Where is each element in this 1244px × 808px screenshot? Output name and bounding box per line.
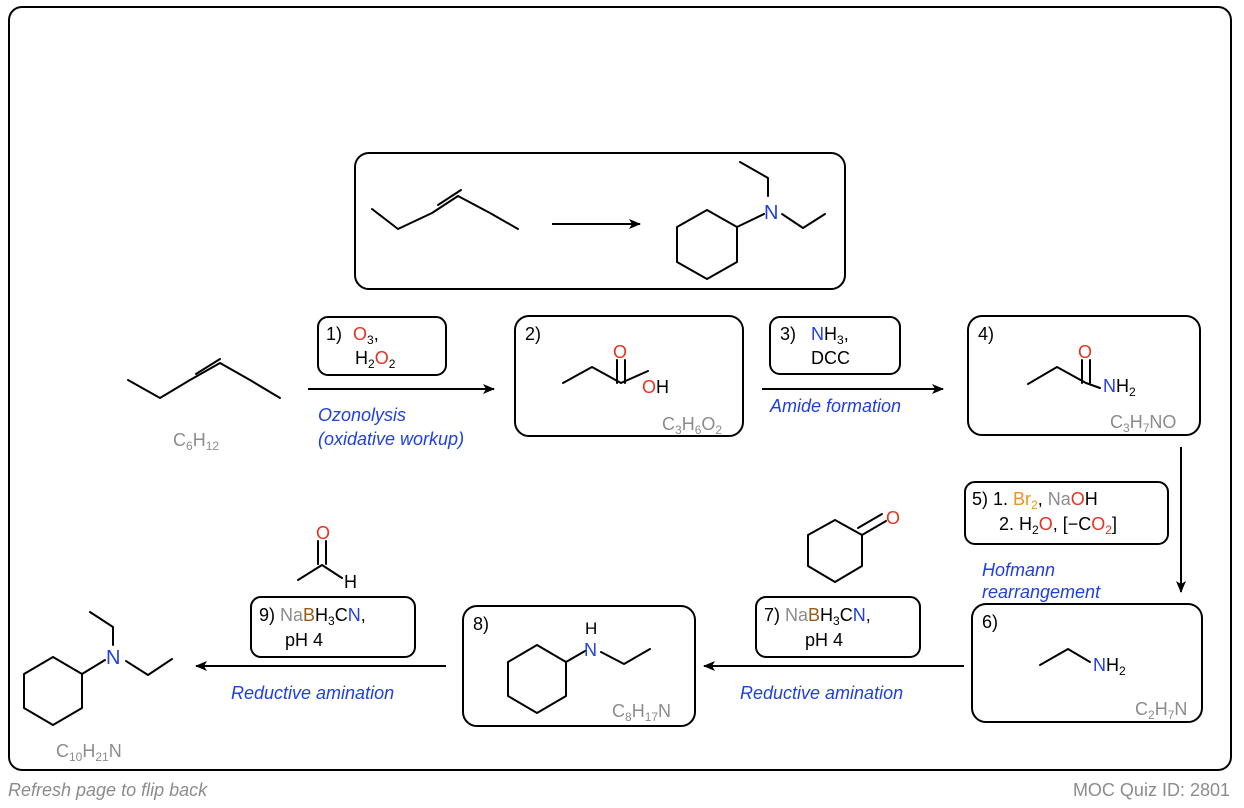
svg-text:O: O (886, 508, 900, 528)
step7-name: Reductive amination (740, 683, 903, 703)
cyclohexanone: O (807, 508, 900, 583)
svg-text:N: N (106, 647, 120, 669)
svg-text:1): 1) (326, 324, 342, 344)
start-hexene: C6H12 (127, 358, 281, 453)
box4-propanamide: 4) O NH2 C3H7NO (967, 315, 1201, 436)
box8-ethylcyclohexylamine: 8) H N C8H17N (462, 605, 696, 727)
refresh-hint: Refresh page to flip back (8, 780, 208, 800)
svg-text:N: N (584, 640, 597, 660)
formula-secondary: C8H17N (612, 701, 671, 724)
svg-text:3): 3) (780, 324, 796, 344)
step3-reagent-box: 3) NH3, DCC (769, 316, 901, 375)
svg-text:pH 4: pH 4 (285, 630, 323, 650)
summary-nitrogen-atom: N (764, 202, 778, 224)
final-product: N C10H21N (23, 611, 173, 764)
amide-nh2: NH2 (1103, 376, 1136, 399)
acetaldehyde: O H (297, 523, 357, 592)
box6-ethylamine: 6) NH2 C2H7N (971, 603, 1203, 723)
step9-reagent-box: 9) NaBH3CN, pH 4 (250, 596, 416, 658)
svg-text:H: H (344, 572, 357, 592)
acid-carbonyl-oxygen: O (613, 342, 627, 362)
ethylamine-nh2: NH2 (1093, 655, 1126, 678)
svg-text:4): 4) (978, 324, 994, 344)
formula-amide: C3H7NO (1110, 412, 1176, 435)
svg-text:O: O (316, 523, 330, 543)
svg-text:H2O2: H2O2 (355, 348, 396, 371)
svg-text:2. H2O, [−CO2]: 2. H2O, [−CO2] (999, 514, 1117, 537)
svg-text:5) 1. Br2, NaOH: 5) 1. Br2, NaOH (972, 489, 1098, 512)
acid-hydroxyl: OH (642, 377, 669, 397)
svg-text:8): 8) (473, 614, 489, 634)
step9-name: Reductive amination (231, 683, 394, 703)
quiz-id: MOC Quiz ID: 2801 (1072, 780, 1230, 800)
step5-reagent-box: 5) 1. Br2, NaOH 2. H2O, [−CO2] (964, 481, 1169, 545)
svg-text:O3,: O3, (353, 324, 379, 347)
formula-product: C10H21N (56, 741, 122, 764)
formula-amine: C2H7N (1135, 699, 1187, 722)
svg-text:H: H (585, 619, 597, 638)
step1-name-line2: (oxidative workup) (318, 429, 464, 449)
svg-text:7) NaBH3CN,: 7) NaBH3CN, (764, 605, 871, 628)
svg-text:6): 6) (982, 612, 998, 632)
summary-hexene-skeleton (371, 195, 519, 230)
quiz-card (8, 6, 1232, 771)
step5-name-line1: Hofmann (982, 560, 1055, 580)
step5-name-line2: rearrangement (982, 582, 1101, 602)
formula-acid: C3H6O2 (662, 414, 722, 437)
svg-text:NH3,: NH3, (811, 324, 849, 347)
formula-start: C6H12 (173, 430, 219, 453)
step3-name: Amide formation (769, 396, 901, 416)
summary-product-structure: N (676, 161, 826, 280)
summary-box: N (354, 152, 846, 290)
svg-text:9) NaBH3CN,: 9) NaBH3CN, (259, 605, 366, 628)
box2-propanoic-acid: 2) O OH C3H6O2 (514, 315, 744, 437)
step7-reagent-box: 7) NaBH3CN, pH 4 (755, 596, 921, 658)
svg-text:2): 2) (525, 324, 541, 344)
step1-name-line1: Ozonolysis (318, 405, 406, 425)
svg-text:pH 4: pH 4 (805, 630, 843, 650)
step1-reagent-box: 1) O3, H2O2 (317, 316, 447, 376)
amide-carbonyl-oxygen: O (1078, 342, 1092, 362)
svg-text:DCC: DCC (811, 348, 850, 368)
